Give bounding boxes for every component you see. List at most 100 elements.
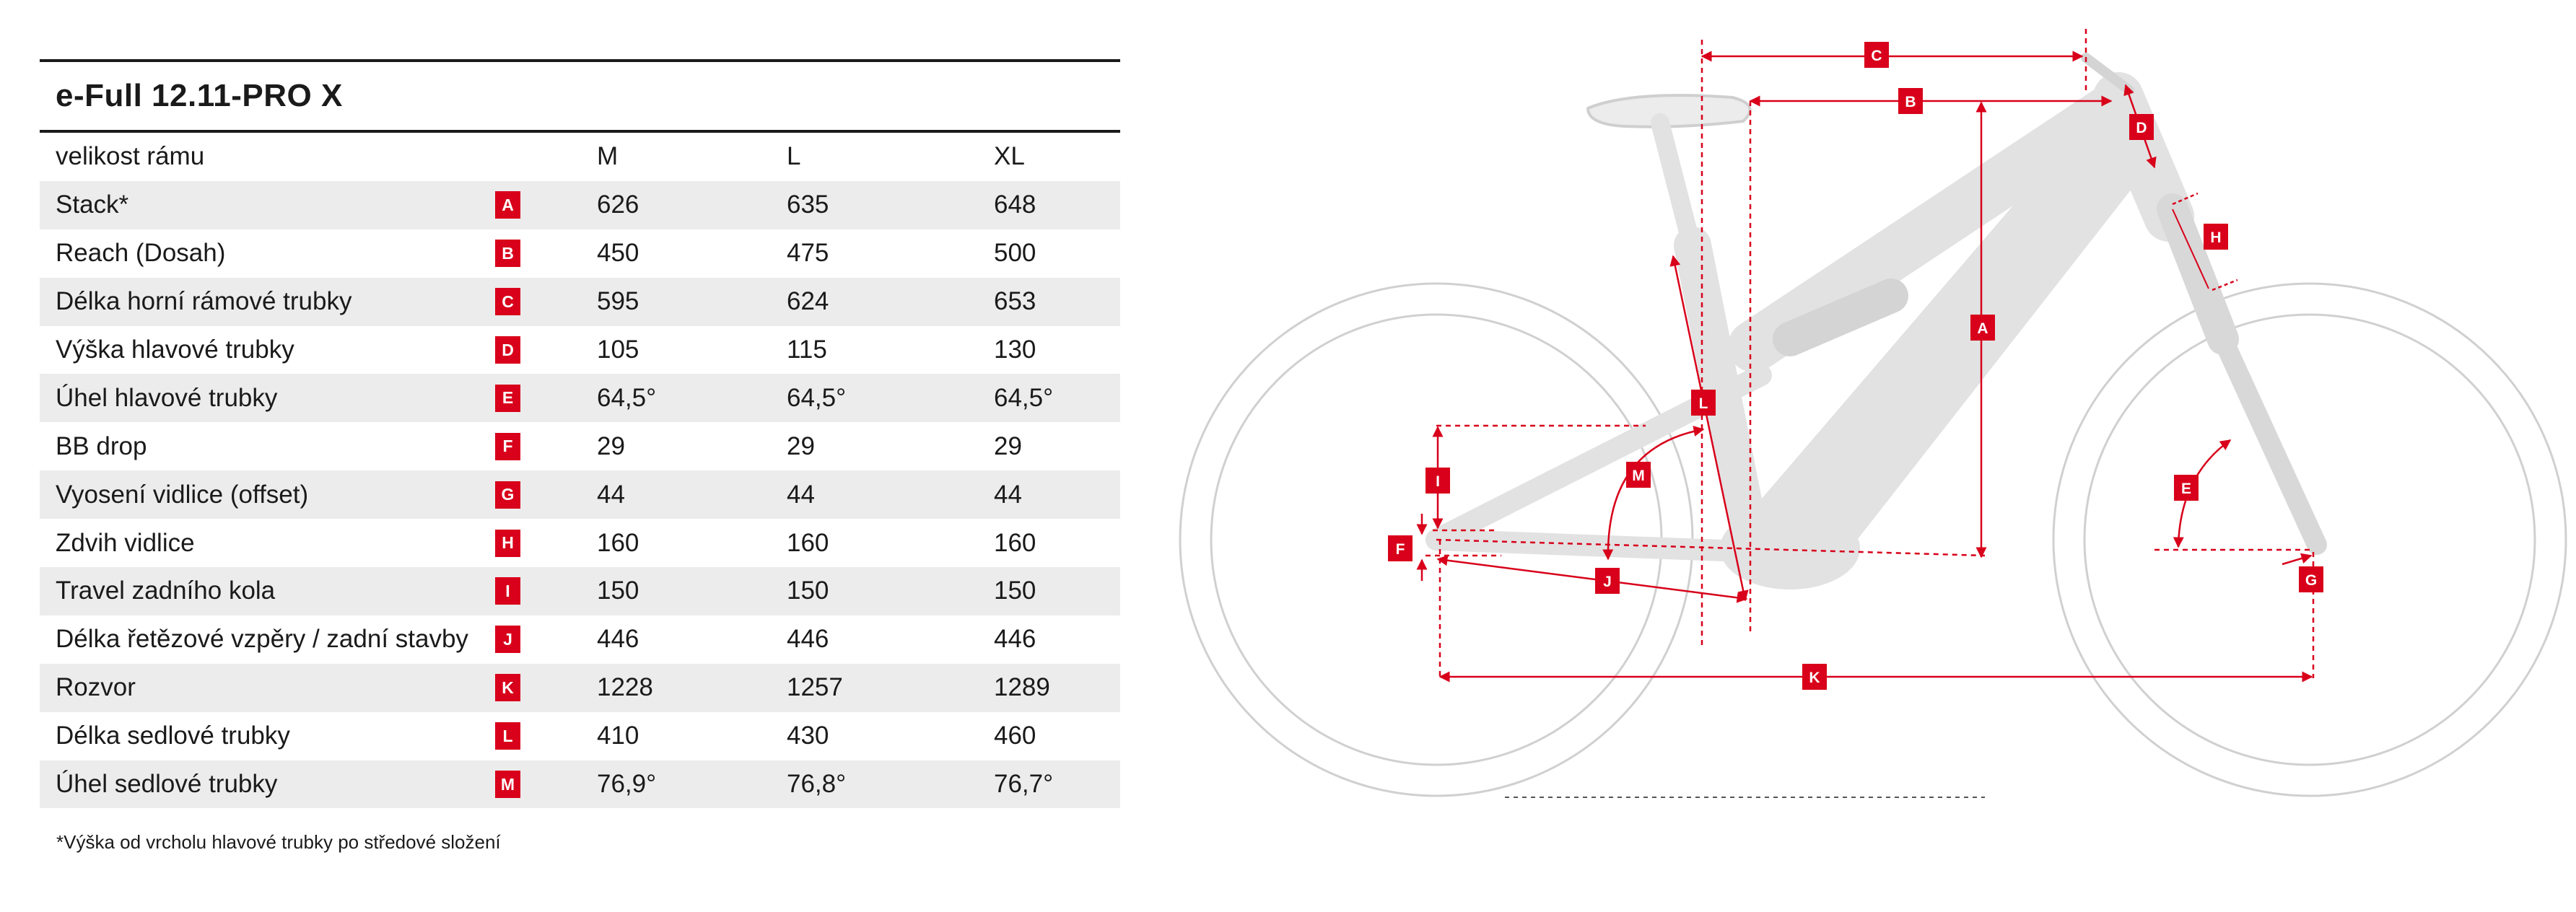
row-badge: M <box>495 771 520 799</box>
svg-text:J: J <box>1603 574 1612 590</box>
table-footnote: *Výška od vrcholu hlavové trubky po stře… <box>56 831 501 853</box>
bike-geometry-diagram: A B C D E F G H I J K L <box>1179 29 2567 798</box>
row-badge: G <box>495 481 520 509</box>
dim-line-l <box>1669 255 1749 602</box>
svg-text:E: E <box>2181 481 2191 497</box>
row-label: Reach (Dosah) <box>56 239 226 268</box>
value-l: 115 <box>787 336 827 364</box>
svg-text:L: L <box>1699 395 1708 412</box>
value-l: 29 <box>787 431 815 460</box>
svg-text:M: M <box>1632 468 1645 484</box>
value-m: 105 <box>597 336 639 364</box>
value-xl: 29 <box>994 431 1022 460</box>
table-row: Délka sedlové trubky L 410 430 460 <box>40 712 1120 760</box>
value-l: 44 <box>787 480 815 509</box>
row-label: Délka horní rámové trubky <box>56 287 352 316</box>
value-xl: 76,7° <box>994 770 1054 799</box>
svg-text:F: F <box>1396 541 1405 558</box>
value-xl: 64,5° <box>994 383 1054 412</box>
row-label: Stack* <box>56 190 129 219</box>
marker-j: J <box>1595 568 1620 594</box>
value-xl: 44 <box>994 480 1022 509</box>
geometry-table: e-Full 12.11-PRO X velikost rámu M L XL … <box>40 59 1120 809</box>
table-row: Rozvor K 1228 1257 1289 <box>40 663 1120 712</box>
header-size-m: M <box>597 142 619 171</box>
dim-line-g <box>2282 553 2313 566</box>
svg-text:K: K <box>1809 670 1820 686</box>
value-xl: 130 <box>994 336 1036 364</box>
value-m: 76,9° <box>597 770 657 799</box>
value-l: 430 <box>787 722 829 750</box>
value-l: 64,5° <box>787 383 847 412</box>
value-m: 626 <box>597 190 639 219</box>
value-xl: 648 <box>994 190 1036 219</box>
value-xl: 1289 <box>994 673 1050 702</box>
value-l: 446 <box>787 625 829 654</box>
table-row: Travel zadního kola I 150 150 150 <box>40 567 1120 615</box>
svg-text:D: D <box>2136 120 2147 136</box>
marker-g: G <box>2299 566 2323 592</box>
table-row: Zdvih vidlice H 160 160 160 <box>40 519 1120 567</box>
row-label: Výška hlavové trubky <box>56 336 294 364</box>
value-xl: 500 <box>994 239 1036 268</box>
marker-c: C <box>1864 42 1889 68</box>
value-l: 1257 <box>787 673 843 702</box>
marker-e: E <box>2174 475 2199 501</box>
marker-m: M <box>1626 462 1651 488</box>
header-label: velikost rámu <box>56 142 205 171</box>
row-label: Úhel hlavové trubky <box>56 383 278 412</box>
row-label: Délka sedlové trubky <box>56 722 290 750</box>
value-xl: 446 <box>994 625 1036 654</box>
value-xl: 160 <box>994 528 1036 557</box>
value-m: 1228 <box>597 673 653 702</box>
row-label: Zdvih vidlice <box>56 528 195 557</box>
front-wheel <box>2052 282 2567 797</box>
table-row: Reach (Dosah) B 450 475 500 <box>40 229 1120 278</box>
value-m: 450 <box>597 239 639 268</box>
table-row: Stack* A 626 635 648 <box>40 180 1120 229</box>
row-badge: H <box>495 529 520 557</box>
table-row: BB drop F 29 29 29 <box>40 422 1120 470</box>
dim-line-h <box>2172 209 2209 289</box>
value-m: 29 <box>597 431 625 460</box>
row-badge: F <box>495 432 520 460</box>
value-l: 624 <box>787 287 829 316</box>
svg-text:G: G <box>2305 572 2317 589</box>
value-m: 446 <box>597 625 639 654</box>
row-label: BB drop <box>56 431 147 460</box>
reference-lines <box>1425 29 2315 678</box>
row-badge: A <box>495 191 520 219</box>
table-row: Délka řetězové vzpěry / zadní stavby J 4… <box>40 615 1120 664</box>
svg-text:I: I <box>1436 473 1440 490</box>
table-row: Vyosení vidlice (offset) G 44 44 44 <box>40 470 1120 519</box>
header-size-l: L <box>787 142 801 171</box>
table-header-row: velikost rámu M L XL <box>40 133 1120 181</box>
row-badge: J <box>495 626 520 654</box>
marker-k: K <box>1802 664 1827 690</box>
marker-d: D <box>2129 114 2154 140</box>
svg-text:B: B <box>1905 94 1916 110</box>
marker-b: B <box>1898 88 1923 114</box>
svg-text:A: A <box>1977 320 1988 337</box>
header-size-xl: XL <box>994 142 1025 171</box>
value-l: 635 <box>787 190 829 219</box>
row-label: Rozvor <box>56 673 136 702</box>
row-label: Vyosení vidlice (offset) <box>56 480 309 509</box>
value-xl: 460 <box>994 722 1036 750</box>
svg-text:C: C <box>1871 48 1882 64</box>
marker-l: L <box>1691 390 1716 416</box>
value-l: 150 <box>787 576 829 605</box>
value-m: 410 <box>597 722 639 750</box>
marker-f: F <box>1388 535 1413 561</box>
value-m: 150 <box>597 576 639 605</box>
row-badge: K <box>495 674 520 702</box>
table-row: Délka horní rámové trubky C 595 624 653 <box>40 277 1120 326</box>
row-badge: B <box>495 240 520 268</box>
row-badge: L <box>495 722 520 750</box>
value-l: 475 <box>787 239 829 268</box>
value-l: 76,8° <box>787 770 847 799</box>
dim-line-j <box>1436 555 1748 603</box>
value-m: 160 <box>597 528 639 557</box>
svg-text:H: H <box>2210 229 2221 246</box>
value-xl: 150 <box>994 576 1036 605</box>
